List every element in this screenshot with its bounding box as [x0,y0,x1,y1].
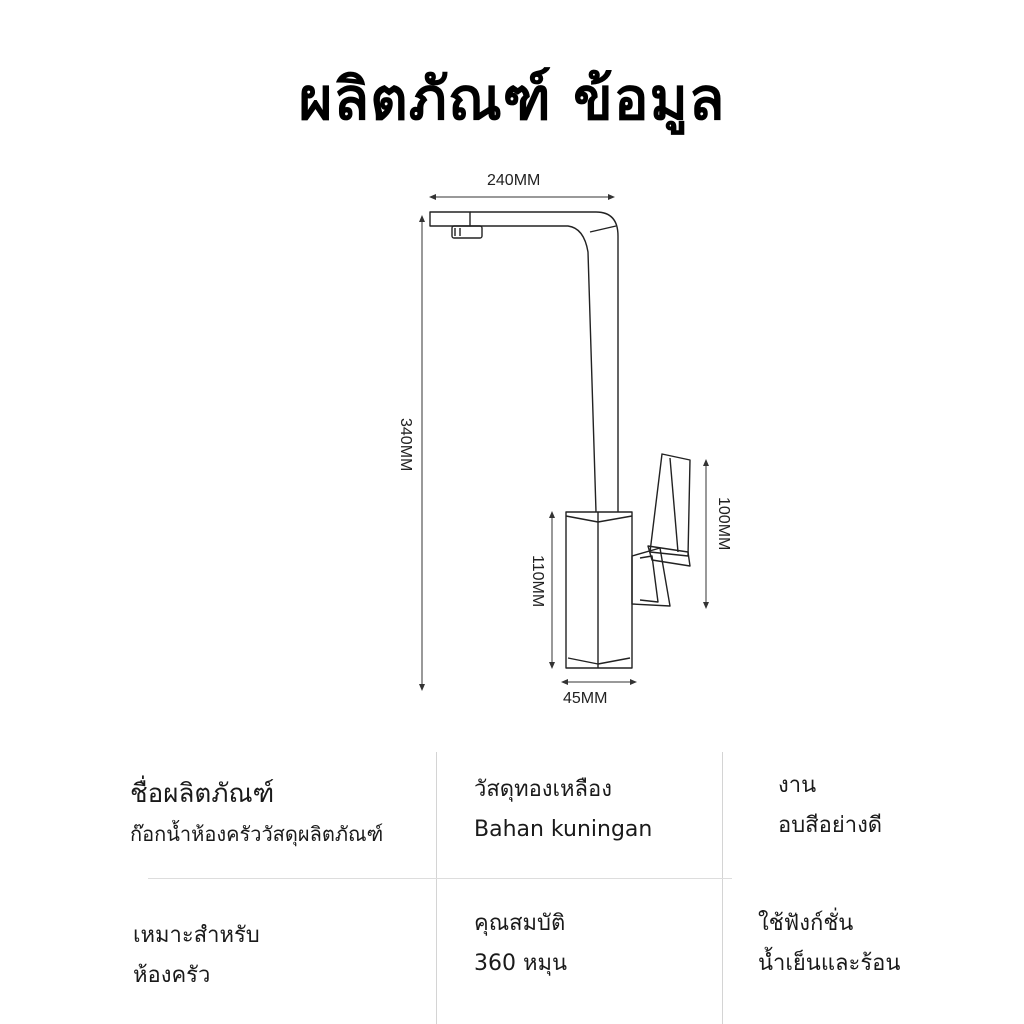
spec-cell-line2: น้ำเย็นและร้อน [758,951,901,976]
spec-cell-line1: ใช้ฟังก์ชั่น [758,911,854,936]
spec-cell-line1: ชื่อผลิตภัณฑ์ [130,779,275,809]
spec-cell-function: ใช้ฟังก์ชั่น น้ำเย็นและร้อน [758,904,900,984]
spec-cell-line2: 360 หมุน [474,951,568,976]
spec-cell-line1: งาน [778,773,817,798]
dim-label-base-height: 110MM [529,555,546,608]
dim-label-handle-height: 100MM [715,497,732,551]
spec-cell-line2: อบสีอย่างดี [778,813,883,838]
spec-cell-line1: คุณสมบัติ [474,911,566,936]
dim-label-width-top: 240MM [487,172,541,189]
table-divider-1 [436,752,437,1024]
faucet-diagram [419,194,709,691]
dim-label-height-total: 340MM [397,418,414,472]
spec-cell-line2: ห้องครัว [133,963,211,988]
page-title: ผลิตภัณฑ์ ข้อมูล [298,65,726,133]
dim-label-base-width: 45MM [563,690,608,707]
spec-cell-suitable: เหมาะสำหรับ ห้องครัว [133,916,260,996]
spec-cell-line1: เหมาะสำหรับ [133,923,260,948]
spec-cell-feature: คุณสมบัติ 360 หมุน [474,904,567,984]
spec-cell-line2: Bahan kuningan [474,817,653,842]
spec-cell-line1: วัสดุทองเหลือง [474,777,612,802]
spec-cell-product-name: ชื่อผลิตภัณฑ์ ก๊อกน้ำห้องครัววัสดุผลิตภั… [130,774,383,854]
table-divider-row [148,878,732,879]
spec-cell-finish: งาน อบสีอย่างดี [778,766,882,846]
spec-cell-material: วัสดุทองเหลือง Bahan kuningan [474,770,652,850]
table-divider-2 [722,752,723,1024]
spec-cell-line2: ก๊อกน้ำห้องครัววัสดุผลิตภัณฑ์ [130,822,384,846]
faucet-outline [429,211,691,669]
